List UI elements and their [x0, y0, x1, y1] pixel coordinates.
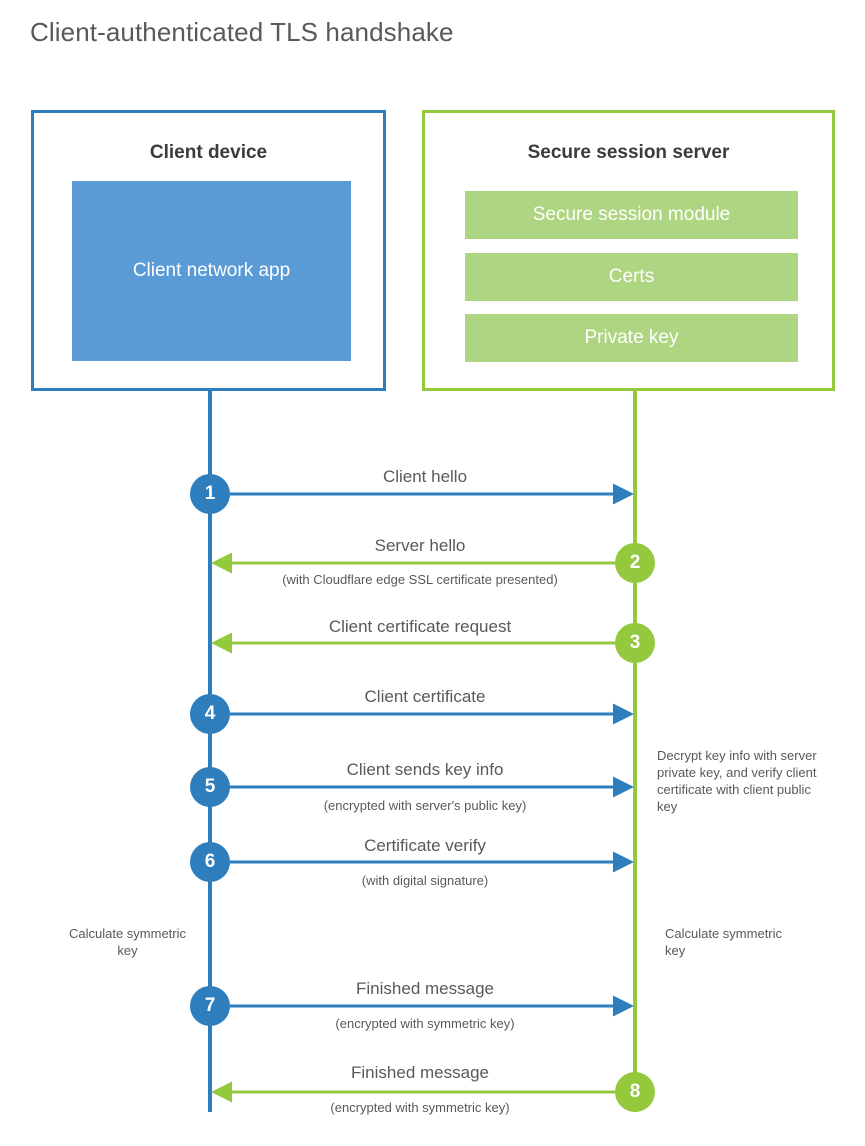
- message-label-8-secondary: (encrypted with symmetric key): [330, 1100, 510, 1115]
- page-title: Client-authenticated TLS handshake: [30, 17, 454, 47]
- message-label-8-primary: Finished message: [351, 1063, 489, 1082]
- secure-session-server-box: Secure session server Secure session mod…: [422, 110, 835, 391]
- annotation-server-decrypt-note: Decrypt key info with server private key…: [657, 748, 817, 814]
- step-badge-8[interactable]: 8: [615, 1072, 655, 1112]
- message-label-4-primary: Client certificate: [364, 687, 486, 706]
- message-label-2-secondary: (with Cloudflare edge SSL certificate pr…: [282, 572, 558, 587]
- message-label-7-primary: Finished message: [356, 979, 494, 998]
- step-badge-1[interactable]: 1: [190, 474, 230, 514]
- message-label-6-primary: Certificate verify: [364, 836, 486, 855]
- message-label-6-secondary: (with digital signature): [361, 873, 489, 888]
- step-badge-4[interactable]: 4: [190, 694, 230, 734]
- client-network-app-block: Client network app: [72, 181, 351, 361]
- step-badge-2[interactable]: 2: [615, 543, 655, 583]
- step-badge-7[interactable]: 7: [190, 986, 230, 1026]
- annotation-client-calculate-symmetric-key: Calculate symmetric key: [68, 926, 187, 958]
- server-module-certs: Certs: [465, 253, 798, 301]
- secure-session-server-title: Secure session server: [527, 142, 730, 163]
- server-module-private-key: Private key: [465, 314, 798, 362]
- message-label-2-primary: Server hello: [374, 536, 466, 555]
- step-badge-3[interactable]: 3: [615, 623, 655, 663]
- message-label-1-primary: Client hello: [382, 467, 468, 486]
- message-label-3-primary: Client certificate request: [328, 617, 512, 636]
- annotation-server-calculate-symmetric-key: Calculate symmetric key: [665, 926, 783, 958]
- message-label-7-secondary: (encrypted with symmetric key): [335, 1016, 515, 1031]
- message-label-5-secondary: (encrypted with server's public key): [323, 798, 527, 813]
- step-badge-5[interactable]: 5: [190, 767, 230, 807]
- server-module-secure-session-module: Secure session module: [465, 191, 798, 239]
- message-label-5-primary: Client sends key info: [346, 760, 504, 779]
- client-device-title: Client device: [149, 142, 268, 163]
- server-lifeline: [633, 391, 637, 1112]
- client-lifeline: [208, 391, 212, 1112]
- client-device-box: Client device Client network app: [31, 110, 386, 391]
- step-badge-6[interactable]: 6: [190, 842, 230, 882]
